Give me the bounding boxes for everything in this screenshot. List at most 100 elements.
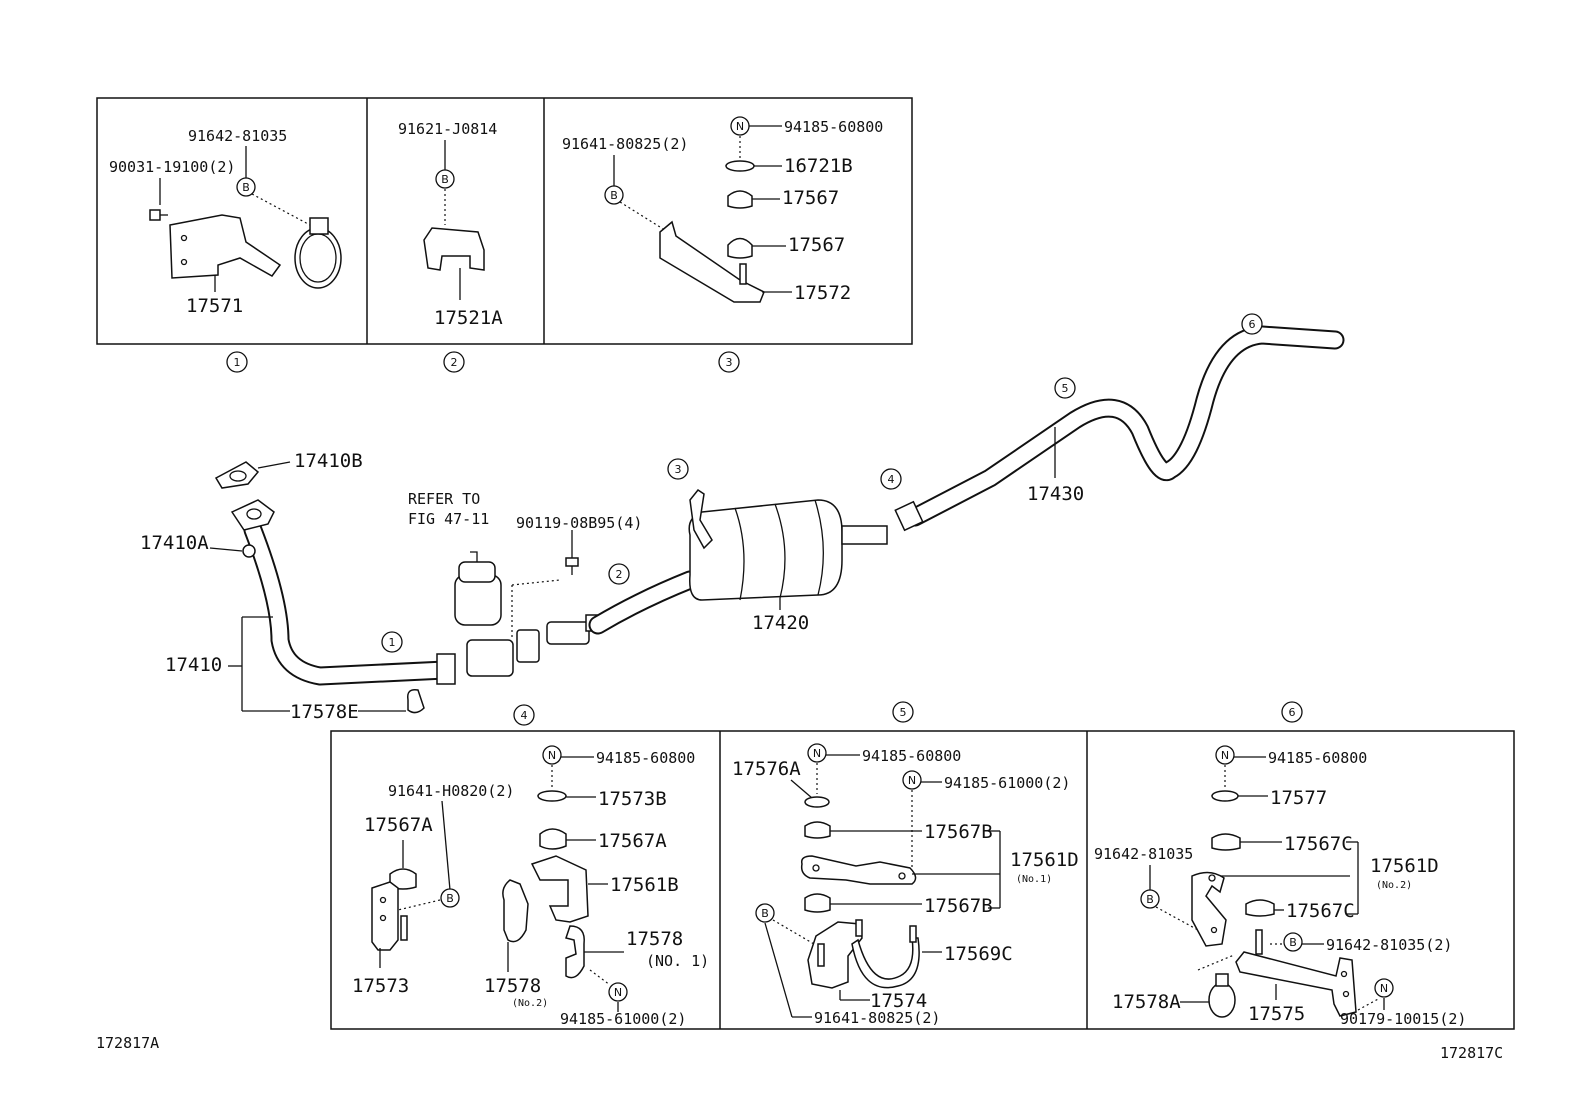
label-17577: 17577 — [1270, 787, 1327, 809]
bracket-17574-icon — [807, 921, 863, 989]
svg-text:B: B — [761, 907, 769, 920]
label-17561D-no1: 17561D — [1010, 849, 1079, 871]
label-91641-80825: 91641-80825(2) — [814, 1009, 940, 1027]
detail-panel-top — [96, 97, 913, 345]
label-17567B-upper: 17567B — [924, 821, 993, 843]
label-17567C-lower: 17567C — [1286, 900, 1355, 922]
label-17420: 17420 — [752, 612, 809, 634]
nut-symbol: N — [542, 745, 562, 765]
washer-17573B-icon — [537, 790, 567, 802]
detail-4: N 94185-60800 17573B 91641-H0820(2) B 17… — [352, 745, 709, 1028]
circle-index-4-main: 4 — [880, 468, 902, 490]
label-90031-19100: 90031-19100(2) — [109, 158, 235, 176]
label-17574: 17574 — [870, 990, 927, 1012]
clamp-17578-no1-icon — [565, 925, 585, 979]
hanger-17578E-icon — [406, 688, 425, 714]
label-17578A: 17578A — [1112, 991, 1181, 1013]
label-94185-60800: 94185-60800 — [1268, 749, 1367, 767]
bracket-17575-icon — [1235, 951, 1357, 1017]
detail-2: 91621-J0814 B 17521A — [398, 120, 503, 329]
detail-3: 91641-80825(2) B N 94185-60800 16721B 17… — [562, 116, 883, 304]
svg-text:B: B — [446, 892, 454, 905]
label-17569C: 17569C — [944, 943, 1013, 965]
label-17561D-no1-sub: (No.1) — [1016, 874, 1052, 885]
svg-text:1: 1 — [389, 636, 396, 649]
bracket-17571-icon — [169, 214, 282, 279]
svg-text:5: 5 — [900, 706, 907, 719]
bolt-symbol: B — [1140, 889, 1160, 909]
label-94185-61000: 94185-61000(2) — [560, 1010, 686, 1028]
washer-17577-icon — [1211, 790, 1239, 802]
label-17572: 17572 — [794, 282, 851, 304]
label-17567A-left: 17567A — [364, 814, 433, 836]
label-94185-60800: 94185-60800 — [784, 118, 883, 136]
muffler-17420 — [688, 488, 888, 601]
label-17571: 17571 — [186, 295, 243, 317]
svg-text:N: N — [1380, 982, 1388, 995]
bracket-17572-icon — [659, 220, 765, 303]
label-17410A: 17410A — [140, 532, 209, 554]
refer-note-line1: REFER TO — [408, 490, 480, 508]
label-17561D-no2: 17561D — [1370, 855, 1439, 877]
label-17561B: 17561B — [610, 874, 679, 896]
cushion-17567B-lower-icon — [804, 893, 831, 913]
label-17578E: 17578E — [290, 701, 359, 723]
bracket-17561B-icon — [530, 855, 589, 923]
mount-17521A-icon — [423, 227, 485, 271]
label-91641-H0820: 91641-H0820(2) — [388, 782, 514, 800]
label-94185-60800: 94185-60800 — [862, 747, 961, 765]
svg-text:2: 2 — [451, 356, 458, 369]
svg-text:N: N — [908, 774, 916, 787]
detail-panel-bottom-frame — [330, 730, 1515, 1030]
detail-panel-bottom — [330, 730, 1515, 1030]
svg-text:B: B — [242, 181, 250, 194]
circle-index-4: 4 — [513, 704, 535, 726]
label-17567-lower: 17567 — [788, 234, 845, 256]
label-94185-60800: 94185-60800 — [596, 749, 695, 767]
nut-symbol: N — [1215, 745, 1235, 765]
circle-index-1-main: 1 — [381, 631, 403, 653]
washer-16721B-icon — [725, 160, 755, 172]
label-16721B: 16721B — [784, 155, 853, 177]
label-91621-J0814: 91621-J0814 — [398, 120, 497, 138]
svg-text:N: N — [813, 747, 821, 760]
label-90179-10015: 90179-10015(2) — [1340, 1010, 1466, 1028]
flange-17410B-icon — [214, 461, 260, 489]
gasket-17410A-icon — [242, 544, 256, 558]
cushion-17567A-right-icon — [539, 828, 567, 850]
svg-text:6: 6 — [1249, 318, 1256, 331]
svg-text:B: B — [1146, 893, 1154, 906]
washer-icon — [804, 796, 830, 808]
svg-text:B: B — [610, 189, 618, 202]
cushion-17567-lower-icon — [727, 237, 753, 259]
clamp-icon — [294, 217, 342, 289]
nut-symbol: N — [730, 116, 750, 136]
flange-front-icon — [230, 499, 275, 531]
svg-text:N: N — [614, 986, 622, 999]
bolt-symbol: B — [435, 169, 455, 189]
bolt-symbol: B — [440, 888, 460, 908]
label-17575: 17575 — [1248, 1003, 1305, 1025]
circle-index-5-main: 5 — [1054, 377, 1076, 399]
detail-6: N 94185-60800 17577 17567C 91642-81035 B… — [1094, 745, 1466, 1028]
bolt-part-icon — [149, 209, 168, 221]
bolt-symbol: B — [604, 185, 624, 205]
svg-text:N: N — [548, 749, 556, 762]
label-17578-no1-sub: (NO. 1) — [646, 952, 709, 970]
circle-index-3: 3 — [718, 351, 740, 373]
label-17578-no2-sub: (No.2) — [512, 998, 548, 1009]
svg-text:2: 2 — [616, 568, 623, 581]
svg-text:1: 1 — [234, 356, 241, 369]
hanger-17578A-icon — [1208, 973, 1236, 1018]
circle-index-2: 2 — [443, 351, 465, 373]
svg-text:3: 3 — [726, 356, 733, 369]
clamp-17569C-icon — [851, 937, 920, 989]
circle-index-2-main: 2 — [608, 563, 630, 585]
svg-text:B: B — [1289, 936, 1297, 949]
clamp-17578-no2-icon — [502, 879, 529, 943]
svg-text:3: 3 — [675, 463, 682, 476]
bolt-symbol: B — [1283, 932, 1303, 952]
cushion-17567C-lower-icon — [1245, 899, 1275, 917]
label-17567-upper: 17567 — [782, 187, 839, 209]
detail-5: 17576A N 94185-60800 N 94185-61000(2) 17… — [732, 743, 1079, 1027]
